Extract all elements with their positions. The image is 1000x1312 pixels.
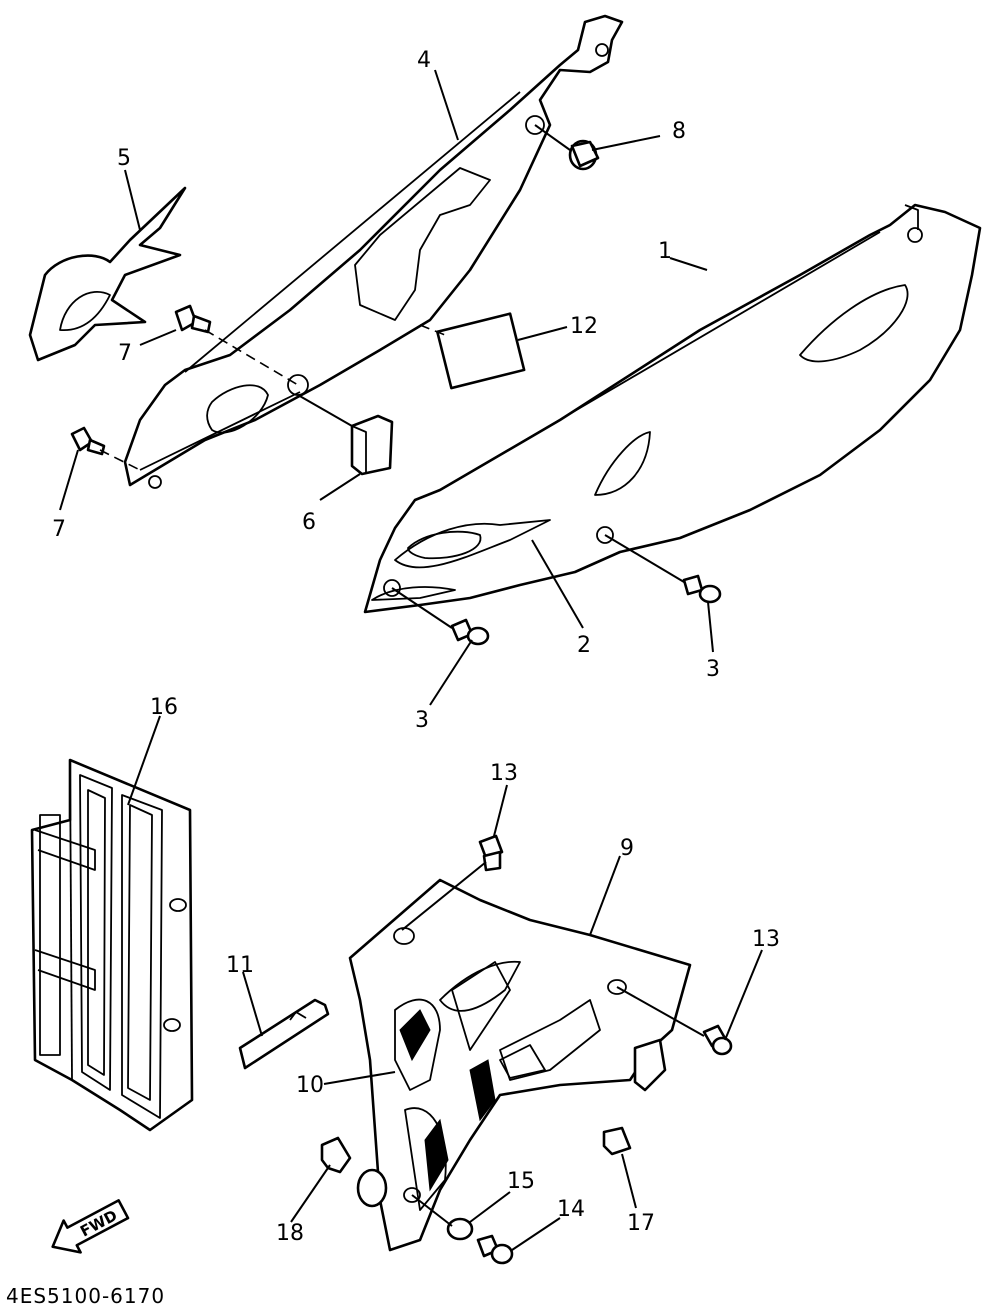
forward-direction-arrow: FWD <box>51 1199 130 1254</box>
callout-14: 14 <box>557 1197 585 1222</box>
callout-labels: 1 2 3 3 4 5 6 7 7 8 9 10 11 12 13 13 14 … <box>52 48 780 1246</box>
callout-10: 10 <box>296 1073 324 1098</box>
leader-lines <box>59 69 763 1251</box>
callout-13-right: 13 <box>752 927 780 952</box>
callout-16: 16 <box>150 695 178 720</box>
part-17-clip-nut <box>602 1126 632 1156</box>
callout-7-upper: 7 <box>118 341 132 366</box>
part-3-bolt-right <box>682 574 722 604</box>
callout-9: 9 <box>620 836 634 861</box>
callout-7-lower: 7 <box>52 517 66 542</box>
part-13-bolt-right <box>702 1024 733 1056</box>
callout-17: 17 <box>627 1211 655 1236</box>
callout-6: 6 <box>302 510 316 535</box>
part-16-radiator-guard <box>30 758 194 1132</box>
part-5-decal <box>28 186 187 362</box>
part-13-bolt-top <box>478 834 504 872</box>
part-11-bracket <box>238 998 330 1070</box>
part-14-bolt <box>476 1234 514 1265</box>
part-8-rubber-cap <box>568 139 600 171</box>
part-9-shroud <box>348 878 692 1252</box>
callout-5: 5 <box>117 146 131 171</box>
callout-1: 1 <box>658 239 672 264</box>
part-1-right-side-cover <box>363 203 982 614</box>
callout-4: 4 <box>417 48 431 73</box>
part-18-clip <box>320 1136 352 1174</box>
callout-13-top: 13 <box>490 761 518 786</box>
callout-8: 8 <box>672 119 686 144</box>
part-7-bolt-upper <box>174 304 212 334</box>
part-3-bolt-left <box>450 618 490 646</box>
callout-12: 12 <box>570 314 598 339</box>
callout-2: 2 <box>577 633 591 658</box>
part-15-washer <box>446 1217 474 1241</box>
callout-3-left: 3 <box>415 708 429 733</box>
callout-11: 11 <box>226 953 254 978</box>
part-18-grommet <box>356 1168 388 1208</box>
part-code: 4ES5100-6170 <box>6 1284 165 1308</box>
callout-18: 18 <box>276 1221 304 1246</box>
part-7-bolt-lower <box>70 426 106 456</box>
part-4-left-side-cover <box>123 14 624 489</box>
callout-3-right: 3 <box>706 657 720 682</box>
callout-15: 15 <box>507 1169 535 1194</box>
part-12-label-plate <box>436 312 526 390</box>
part-6-damper-block <box>350 414 394 476</box>
